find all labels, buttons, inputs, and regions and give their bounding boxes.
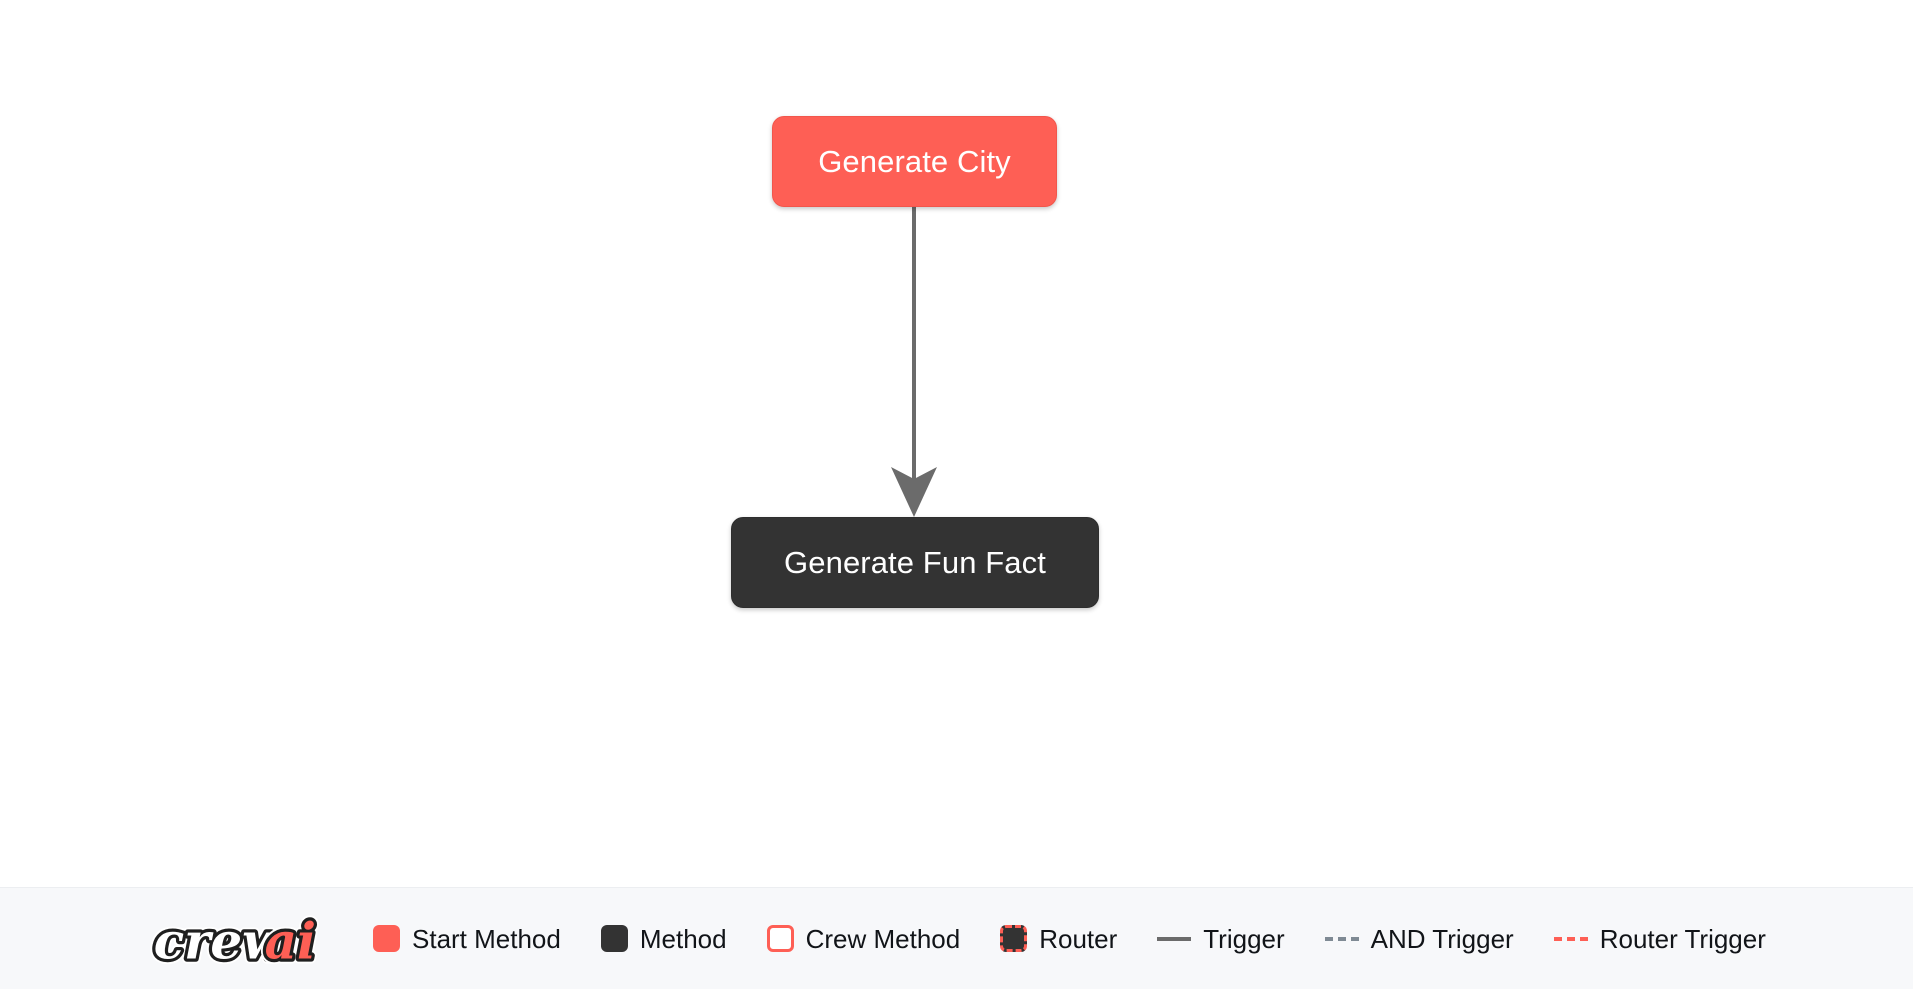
- crew-method-swatch-icon: [766, 925, 794, 952]
- flow-node-generate-city[interactable]: Generate City: [772, 116, 1057, 207]
- legend-label: Router Trigger: [1599, 923, 1766, 954]
- legend-item-trigger: Trigger: [1157, 923, 1285, 954]
- method-swatch-icon: [600, 925, 628, 952]
- legend-item-router-trigger: Router Trigger: [1553, 923, 1766, 954]
- legend-item-and-trigger: AND Trigger: [1324, 923, 1514, 954]
- legend-label: Crew Method: [805, 923, 961, 954]
- legend-item-crew-method: Crew Method: [766, 923, 961, 954]
- legend-item-start-method: Start Method: [373, 925, 561, 952]
- legend-label: Trigger: [1203, 923, 1285, 954]
- logo-text-ai: ai: [265, 911, 316, 970]
- legend-label: Start Method: [412, 923, 561, 954]
- legend-label: Method: [639, 923, 727, 954]
- edge-city-to-fun-fact: [891, 206, 937, 517]
- legend-label: Router: [1039, 923, 1118, 954]
- router-swatch-icon: [1000, 925, 1028, 952]
- flow-node-generate-fun-fact[interactable]: Generate Fun Fact: [731, 517, 1099, 608]
- edge-arrowhead: [891, 467, 937, 517]
- flow-node-label: Generate City: [818, 144, 1011, 179]
- start-method-swatch-icon: [373, 925, 400, 952]
- logo-text-crew: crew: [154, 911, 287, 970]
- legend-bar: crew crew crew ai ai ai Start Method Met…: [0, 887, 1913, 989]
- legend-item-router: Router: [1000, 925, 1117, 952]
- crewai-logo: crew crew crew ai ai ai: [150, 906, 335, 972]
- logo-halo: crew: [154, 911, 287, 970]
- logo-halo-ai: ai: [265, 911, 316, 970]
- logo-outline-crew: crew: [154, 911, 287, 970]
- logo-outline-ai: ai: [265, 911, 316, 970]
- trigger-line-icon: [1157, 936, 1192, 941]
- flow-node-label: Generate Fun Fact: [784, 545, 1046, 580]
- router-trigger-line-icon: [1553, 936, 1588, 941]
- legend-item-method: Method: [600, 923, 727, 954]
- and-trigger-line-icon: [1324, 936, 1359, 941]
- flow-canvas[interactable]: Generate City Generate Fun Fact: [0, 0, 1913, 887]
- legend-label: AND Trigger: [1370, 923, 1514, 954]
